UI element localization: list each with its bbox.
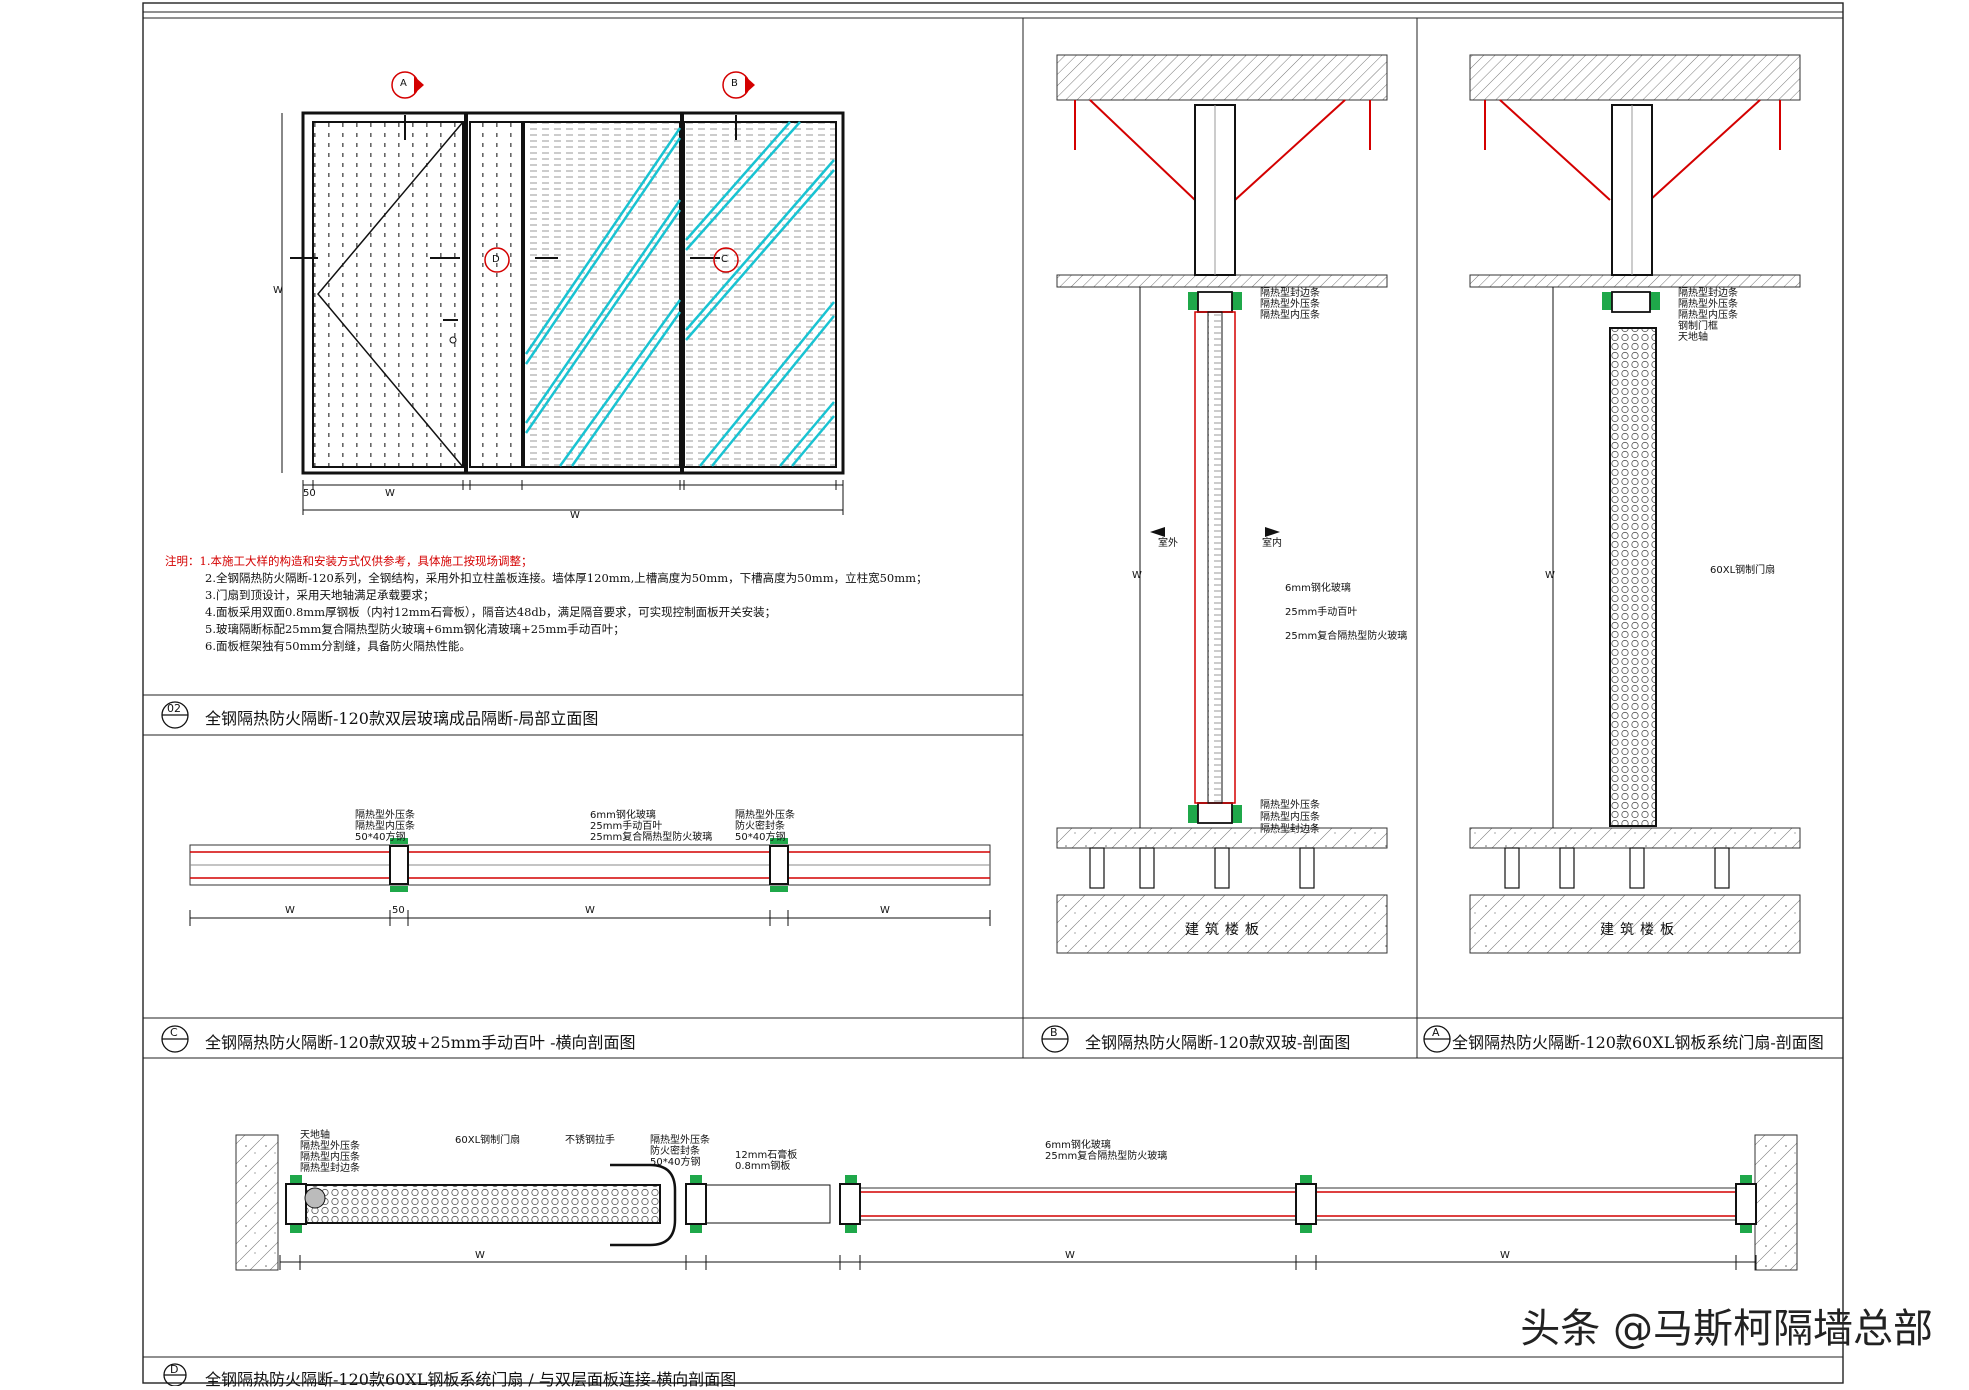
c-tag-2c: 50*40方钢 xyxy=(735,832,786,843)
c-tag-3b: 25mm手动百叶 xyxy=(590,821,663,832)
dim-c-w3: W xyxy=(880,905,890,916)
note-6: 6.面板框架独有50mm分割缝，具备防火隔热性能。 xyxy=(205,639,471,653)
dim-total-w: W xyxy=(570,510,580,521)
watermark-text: 头条 @马斯柯隔墙总部 xyxy=(1520,1306,1933,1352)
label-inside: 室内 xyxy=(1262,538,1282,549)
section-c-drawing xyxy=(189,838,991,926)
b-bot-3: 隔热型封边条 xyxy=(1260,824,1320,835)
label-outside: 室外 xyxy=(1158,538,1178,549)
d-tag-1b: 隔热型外压条 xyxy=(300,1141,360,1152)
dim-a-h: W xyxy=(1545,570,1555,581)
marker-d: D xyxy=(492,254,500,265)
a-tag-3: 隔热型内压条 xyxy=(1678,310,1738,321)
title-section-a: 全钢隔热防火隔断-120款60XL钢板系统门扇-剖面图 xyxy=(1452,1033,1824,1052)
dim-c-50: 50 xyxy=(392,905,405,916)
b-tag-1: 隔热型封边条 xyxy=(1260,288,1320,299)
elevation-drawing xyxy=(281,71,845,515)
a-mid: 60XL钢制门扇 xyxy=(1710,565,1776,576)
dim-50: 50 xyxy=(303,488,316,499)
d-tag-4a: 6mm钢化玻璃 xyxy=(1045,1140,1111,1151)
dim-c-w1: W xyxy=(285,905,295,916)
d-tag-4b: 25mm复合隔热型防火玻璃 xyxy=(1045,1151,1168,1162)
title-badges xyxy=(161,701,1451,1386)
section-d-drawing xyxy=(235,1134,1798,1271)
title-num-section-b: B xyxy=(1050,1026,1058,1039)
c-tag-2b: 防火密封条 xyxy=(735,821,785,832)
label-floor-b: 建筑楼板 xyxy=(1185,922,1265,938)
d-tag-2c: 50*40方钢 xyxy=(650,1157,701,1168)
note-3: 3.门扇到顶设计，采用天地轴满足承载要求； xyxy=(205,588,435,602)
dim-door-w: W xyxy=(385,488,395,499)
marker-b: B xyxy=(731,78,738,89)
dim-d-w1: W xyxy=(475,1250,485,1261)
title-num-section-c: C xyxy=(170,1026,178,1039)
section-b-drawing xyxy=(1056,54,1388,954)
b-mid-1: 6mm钢化玻璃 xyxy=(1285,583,1351,594)
c-tag-2a: 隔热型外压条 xyxy=(735,810,795,821)
d-tag-3a: 12mm石膏板 xyxy=(735,1150,798,1161)
a-tag-1: 隔热型封边条 xyxy=(1678,288,1738,299)
d-tag-3b: 0.8mm钢板 xyxy=(735,1161,791,1172)
title-section-d: 全钢隔热防火隔断-120款60XL钢板系统门扇 / 与双层面板连接-横向剖面图 xyxy=(205,1370,737,1389)
d-tag-1a: 天地轴 xyxy=(300,1130,330,1141)
note-2: 2.全钢隔热防火隔断-120系列，全钢结构，采用外扣立柱盖板连接。墙体厚120m… xyxy=(205,571,928,585)
dim-b-h: W xyxy=(1132,570,1142,581)
c-tag-3a: 6mm钢化玻璃 xyxy=(590,810,656,821)
title-num-section-a: A xyxy=(1432,1026,1440,1039)
c-tag-1b: 隔热型内压条 xyxy=(355,821,415,832)
a-tag-5: 天地轴 xyxy=(1678,332,1708,343)
c-tag-1c: 50*40方钢 xyxy=(355,832,406,843)
section-a-drawing xyxy=(1469,54,1801,954)
b-tag-3: 隔热型内压条 xyxy=(1260,310,1320,321)
dim-height: W xyxy=(273,285,283,296)
note-5: 5.玻璃隔断标配25mm复合隔热型防火玻璃+6mm钢化清玻璃+25mm手动百叶； xyxy=(205,622,625,636)
b-mid-3: 25mm复合隔热型防火玻璃 xyxy=(1285,631,1408,642)
dim-d-w2: W xyxy=(1065,1250,1075,1261)
title-num-section-d: D xyxy=(170,1363,179,1376)
dim-c-w2: W xyxy=(585,905,595,916)
title-section-b: 全钢隔热防火隔断-120款双玻-剖面图 xyxy=(1085,1033,1351,1052)
marker-c: C xyxy=(721,254,728,265)
d-handle: 不锈钢拉手 xyxy=(565,1135,615,1146)
marker-a: A xyxy=(400,78,407,89)
a-tag-4: 钢制门框 xyxy=(1678,321,1718,332)
note-1: 1.本施工大样的构造和安装方式仅供参考，具体施工按现场调整； xyxy=(199,554,533,568)
c-tag-3c: 25mm复合隔热型防火玻璃 xyxy=(590,832,713,843)
d-door: 60XL钢制门扇 xyxy=(455,1135,521,1146)
d-tag-2b: 防火密封条 xyxy=(650,1146,700,1157)
notes-block: 注明：1.本施工大样的构造和安装方式仅供参考，具体施工按现场调整； 2.全钢隔热… xyxy=(165,553,928,655)
d-tag-2a: 隔热型外压条 xyxy=(650,1135,710,1146)
dim-d-w3: W xyxy=(1500,1250,1510,1261)
b-bot-1: 隔热型外压条 xyxy=(1260,800,1320,811)
notes-label: 注明： xyxy=(165,554,200,568)
sheet-frame xyxy=(142,2,1844,1384)
a-tag-2: 隔热型外压条 xyxy=(1678,299,1738,310)
c-tag-1a: 隔热型外压条 xyxy=(355,810,415,821)
title-section-c: 全钢隔热防火隔断-120款双玻+25mm手动百叶 -横向剖面图 xyxy=(205,1033,636,1052)
b-tag-2: 隔热型外压条 xyxy=(1260,299,1320,310)
b-mid-2: 25mm手动百叶 xyxy=(1285,607,1358,618)
note-4: 4.面板采用双面0.8mm厚钢板（内衬12mm石膏板），隔音达48db，满足隔音… xyxy=(205,605,777,619)
title-num-elevation: 02 xyxy=(167,702,181,715)
d-tag-1c: 隔热型内压条 xyxy=(300,1152,360,1163)
title-elevation: 全钢隔热防火隔断-120款双层玻璃成品隔断-局部立面图 xyxy=(205,709,599,728)
label-floor-a: 建筑楼板 xyxy=(1600,922,1680,938)
b-bot-2: 隔热型内压条 xyxy=(1260,812,1320,823)
d-tag-1d: 隔热型封边条 xyxy=(300,1163,360,1174)
